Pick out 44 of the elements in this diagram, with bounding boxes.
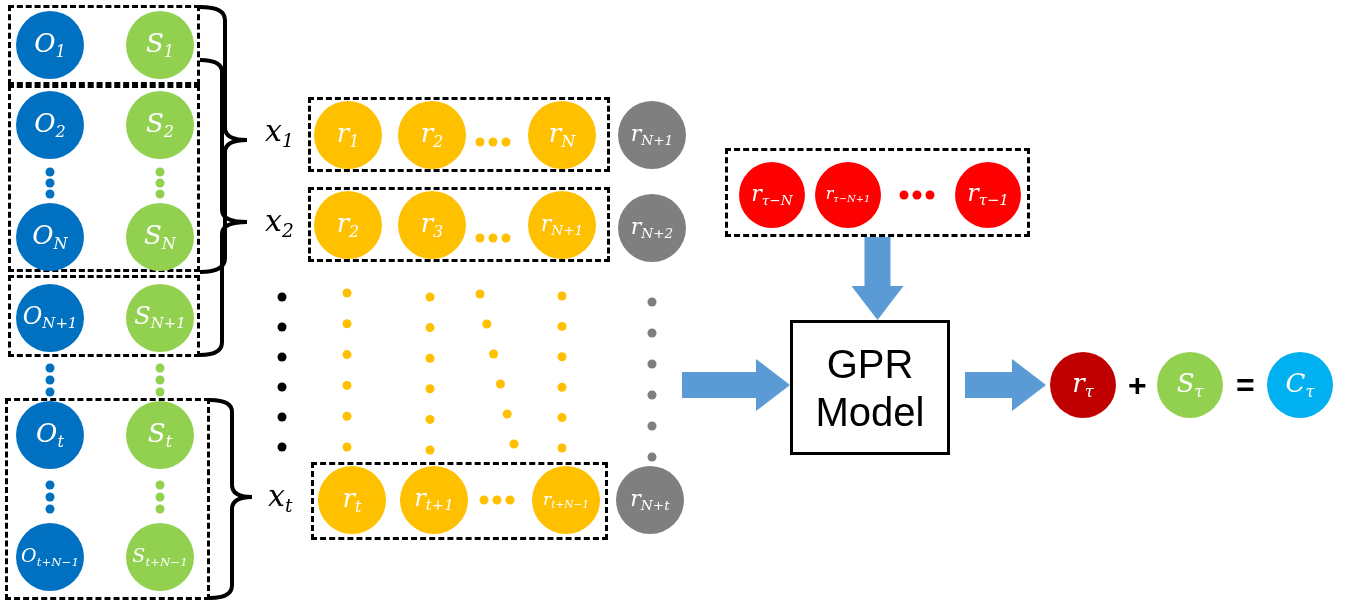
variable-circle: O$_{2}$ [16,91,84,159]
variable-circle: r$_{1}$ [314,101,382,169]
variable-circle: r$_{t+N−1}$ [532,466,600,534]
dashed-group-box [8,275,200,357]
variable-circle: O$_{t+N−1}$ [16,523,84,591]
variable-circle: S$_{2}$ [126,91,194,159]
variable-circle: r$_{2}$ [398,101,466,169]
variable-circle: r$_{N+1}$ [528,191,596,259]
operator-sign: + [1128,369,1147,401]
dashed-group-box [5,398,210,600]
variable-circle: r$_{τ−N}$ [739,162,805,228]
variable-circle: r$_{t}$ [318,466,386,534]
block-arrow [851,237,904,320]
window-label: x$_{1}$ [265,116,294,151]
variable-circle: r$_{τ−1}$ [955,162,1021,228]
dashed-group-box [725,148,1030,237]
variable-circle: O$_{N}$ [16,203,84,271]
window-label: x$_{t}$ [268,481,293,516]
block-arrow [965,359,1046,411]
variable-circle: O$_{N+1}$ [16,284,84,352]
variable-circle: r$_{τ}$ [1050,352,1116,418]
variable-circle: O$_{t}$ [16,401,84,469]
variable-circle: r$_{3}$ [398,191,466,259]
variable-circle: S$_{1}$ [126,11,194,79]
variable-circle: r$_{2}$ [314,191,382,259]
block-arrow [682,359,790,411]
variable-circle: r$_{N+1}$ [618,101,686,169]
model-box: GPR Model [790,320,950,455]
dashed-group-box [8,85,200,272]
dashed-group-box [8,5,200,85]
variable-circle: r$_{N+2}$ [618,194,686,262]
variable-circle: S$_{N+1}$ [126,284,194,352]
variable-circle: r$_{t+1}$ [400,466,468,534]
variable-circle: r$_{N+t}$ [616,466,684,534]
variable-circle: r$_{N}$ [528,101,596,169]
variable-circle: S$_{N}$ [126,203,194,271]
variable-circle: C$_{τ}$ [1267,352,1333,418]
variable-circle: r$_{τ−N+1}$ [815,162,881,228]
variable-circle: S$_{τ}$ [1157,352,1223,418]
variable-circle: S$_{t+N−1}$ [126,523,194,591]
window-label: x$_{2}$ [265,206,294,241]
variable-circle: S$_{t}$ [126,401,194,469]
operator-sign: = [1236,369,1255,401]
variable-circle: O$_{1}$ [16,11,84,79]
